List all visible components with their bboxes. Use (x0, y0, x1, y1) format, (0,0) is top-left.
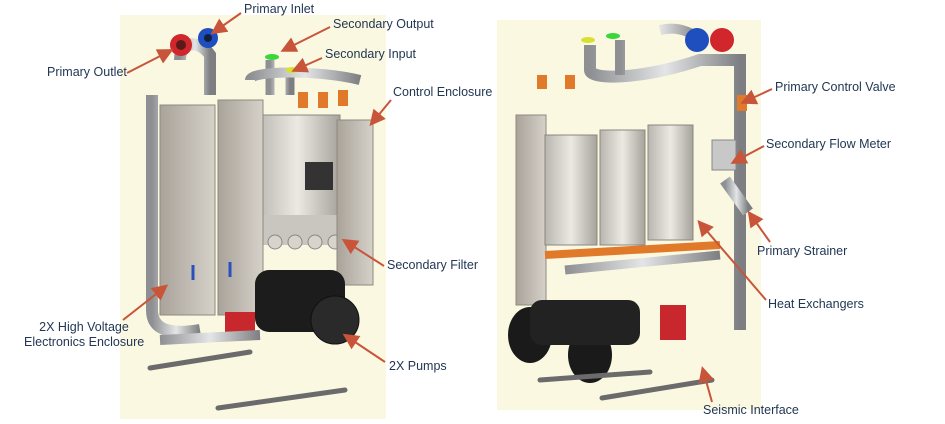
label-primary-outlet: Primary Outlet (47, 65, 127, 79)
arrow-primary-control-valve (740, 88, 773, 105)
label-secondary-flow-meter: Secondary Flow Meter (766, 137, 892, 151)
label-pumps: 2X Pumps (389, 359, 447, 373)
label-heat-exchangers: Heat Exchangers (768, 297, 864, 311)
right-view-render (497, 20, 761, 410)
label-secondary-filter: Secondary Filter (387, 258, 479, 272)
arrow-primary-outlet (126, 49, 174, 74)
label-secondary-input: Secondary Input (325, 47, 417, 61)
arrow-control-enclosure (369, 99, 392, 127)
label-primary-strainer: Primary Strainer (757, 244, 848, 258)
label-hv-line2: Electronics Enclosure (24, 335, 145, 349)
arrow-heat-exchangers (697, 219, 767, 301)
label-control-enclosure: Control Enclosure (393, 85, 493, 99)
arrow-secondary-input (291, 57, 323, 73)
label-primary-inlet: Primary Inlet (244, 2, 315, 16)
label-hv-line1: 2X High Voltage (39, 320, 129, 334)
left-view-render (120, 15, 386, 419)
label-hv-electronics-enclosure: 2X High Voltage Electronics Enclosure (24, 320, 144, 350)
arrow-seismic-interface (698, 366, 714, 403)
arrow-secondary-output (280, 26, 331, 52)
label-seismic-interface: Seismic Interface (703, 403, 799, 417)
arrow-primary-strainer (747, 210, 771, 243)
arrow-primary-inlet (210, 12, 242, 35)
arrow-pumps (342, 333, 386, 363)
arrow-hv-enclosure (122, 284, 169, 321)
label-secondary-output: Secondary Output (333, 17, 434, 31)
arrow-secondary-flow-meter (730, 145, 765, 164)
label-primary-control-valve: Primary Control Valve (775, 80, 896, 94)
arrow-secondary-filter (341, 238, 385, 267)
